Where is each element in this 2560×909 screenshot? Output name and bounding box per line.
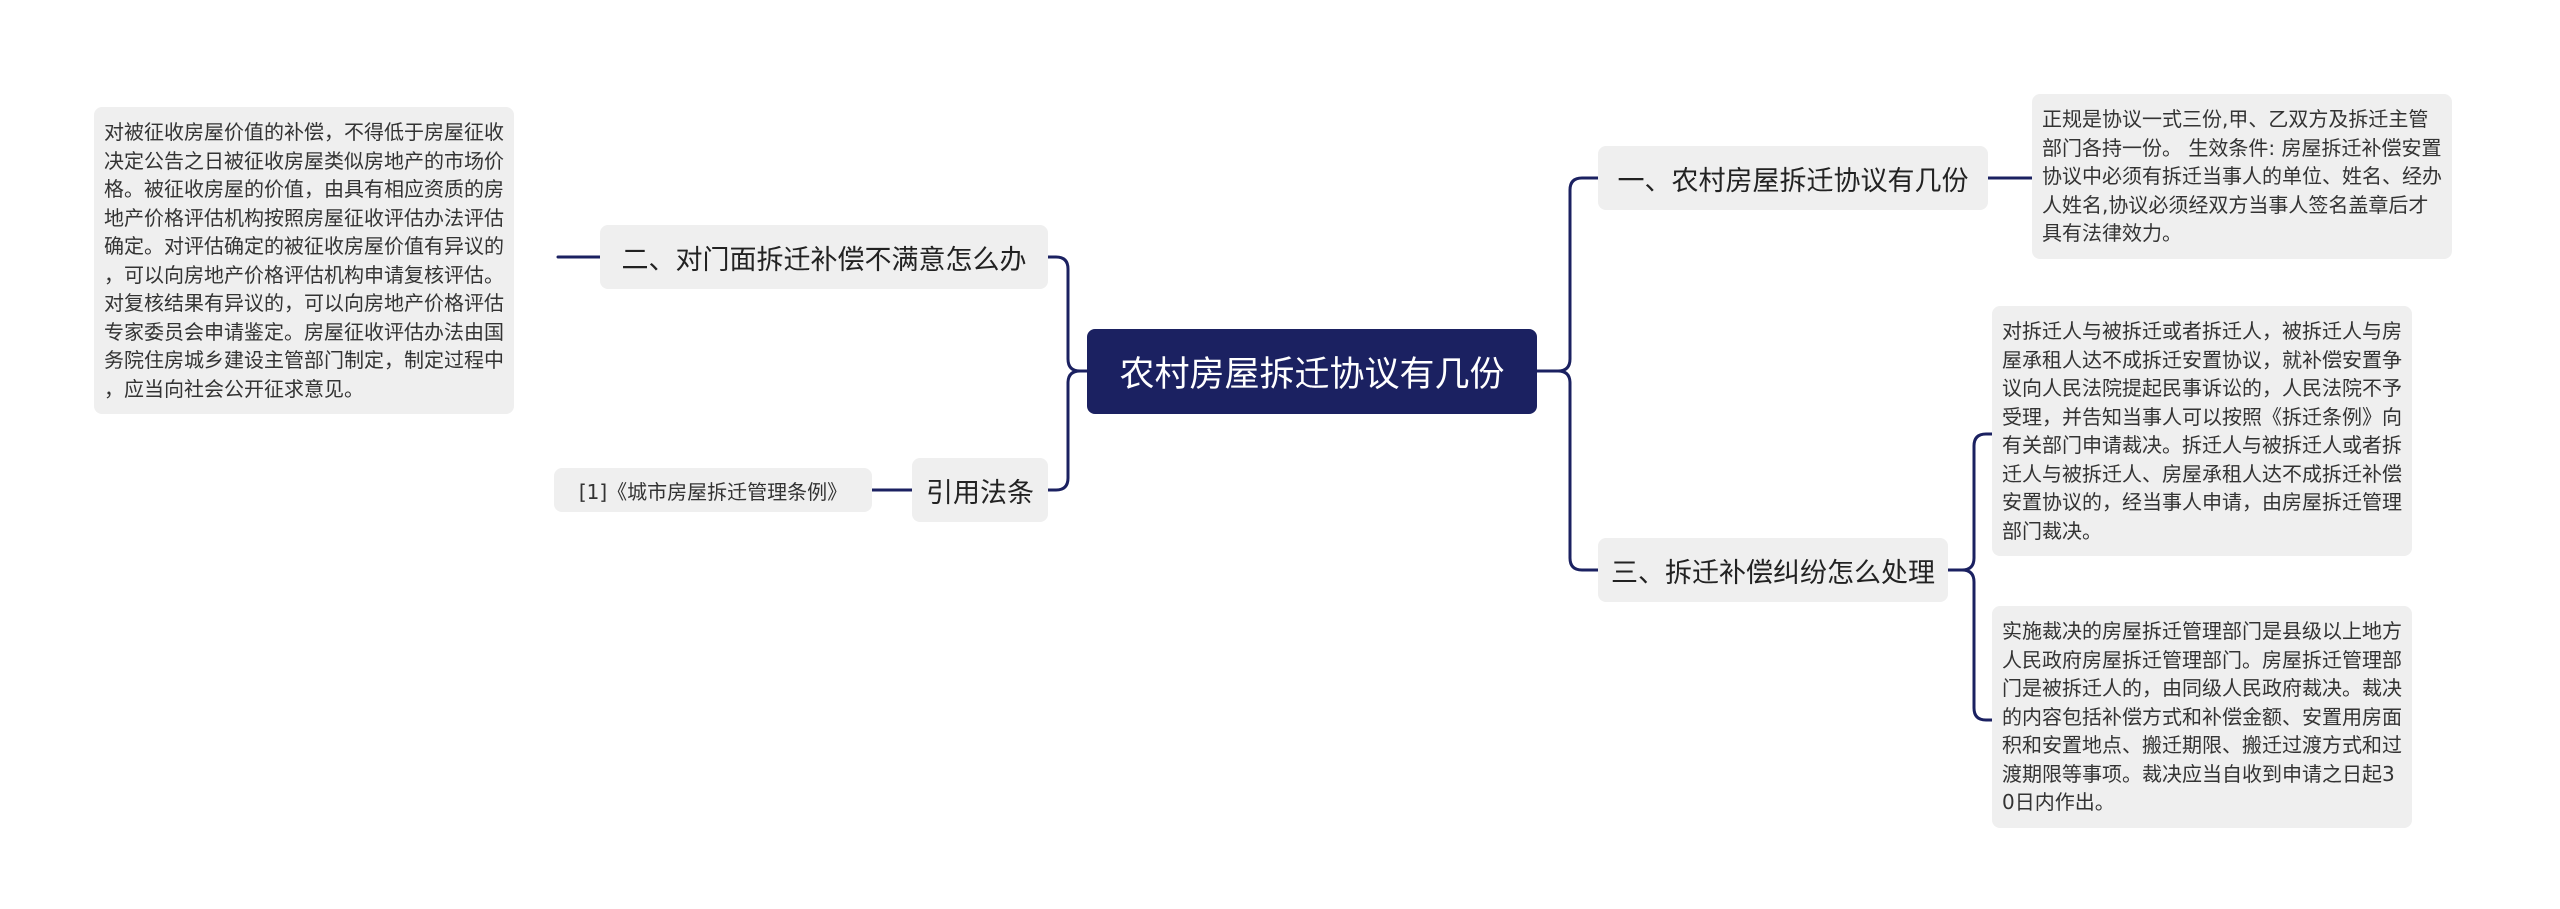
detail-line: 对拆迁人与被拆迁或者拆迁人，被拆迁人与房 bbox=[2002, 319, 2402, 343]
detail-compensation-dispute-a[interactable]: 对拆迁人与被拆迁或者拆迁人，被拆迁人与房 屋承租人达不成拆迁安置协议，就补偿安置… bbox=[1992, 306, 2412, 556]
detail-line: 专家委员会申请鉴定。房屋征收评估办法由国 bbox=[104, 319, 504, 344]
branch-label: 三、拆迁补偿纠纷怎么处理 bbox=[1611, 557, 1935, 589]
connector-b3-detail-a bbox=[1946, 432, 1994, 572]
branch-compensation-dispute[interactable]: 三、拆迁补偿纠纷怎么处理 bbox=[1598, 538, 1948, 602]
branch-cited-regulations[interactable]: 引用法条 bbox=[912, 458, 1048, 522]
branch-label: 一、农村房屋拆迁协议有几份 bbox=[1617, 165, 1969, 197]
detail-line: 务院住房城乡建设主管部门制定，制定过程中 bbox=[104, 348, 504, 372]
detail-line: 的内容包括补偿方式和补偿金额、安置用房面 bbox=[2002, 704, 2402, 729]
detail-line: 实施裁决的房屋拆迁管理部门是县级以上地方 bbox=[2002, 619, 2402, 643]
detail-line: 确定。对评估确定的被征收房屋价值有异议的 bbox=[104, 234, 504, 258]
detail-line: 具有法律效力。 bbox=[2042, 221, 2182, 245]
branch-storefront-compensation-dissatisfied[interactable]: 二、对门面拆迁补偿不满意怎么办 bbox=[600, 225, 1048, 289]
detail-line: 门是被拆迁人的，由同级人民政府裁决。裁决 bbox=[2002, 676, 2402, 700]
detail-rural-agreement-copies[interactable]: 正规是协议一式三份,甲、乙双方及拆迁主管 部门各持一份。 生效条件: 房屋拆迁补… bbox=[2032, 94, 2452, 259]
root-title: 农村房屋拆迁协议有几份 bbox=[1119, 355, 1505, 395]
detail-line: ，应当向社会公开征求意见。 bbox=[104, 376, 364, 401]
detail-line: 对复核结果有异议的，可以向房地产价格评估 bbox=[104, 291, 504, 315]
detail-line: 人姓名,协议必须经双方当事人签名盖章后才 bbox=[2042, 192, 2429, 217]
branch-label: 二、对门面拆迁补偿不满意怎么办 bbox=[621, 244, 1027, 276]
connector-root-b3 bbox=[1535, 369, 1600, 572]
detail-line: 渡期限等事项。裁决应当自收到申请之日起3 bbox=[2002, 761, 2395, 786]
detail-line: 部门裁决。 bbox=[2002, 518, 2102, 543]
detail-line: 决定公告之日被征收房屋类似房地产的市场价 bbox=[104, 148, 504, 173]
detail-line: 协议中必须有拆迁当事人的单位、姓名、经办 bbox=[2042, 164, 2442, 188]
citation-urban-demolition-regulation[interactable]: [1]《城市房屋拆迁管理条例》 bbox=[554, 468, 872, 512]
detail-line: 安置协议的，经当事人申请，由房屋拆迁管理 bbox=[2002, 490, 2402, 514]
detail-line: 正规是协议一式三份,甲、乙双方及拆迁主管 bbox=[2042, 107, 2429, 131]
detail-line: 对被征收房屋价值的补偿，不得低于房屋征收 bbox=[104, 120, 504, 144]
root-topic[interactable]: 农村房屋拆迁协议有几份 bbox=[1087, 329, 1537, 414]
detail-line: 0日内作出。 bbox=[2002, 790, 2115, 814]
detail-line: ，可以向房地产价格评估机构申请复核评估。 bbox=[104, 262, 504, 287]
detail-line: 受理，并告知当事人可以按照《拆迁条例》向 bbox=[2002, 404, 2402, 429]
connector-root-b4 bbox=[1046, 369, 1089, 492]
detail-line: 人民政府房屋拆迁管理部门。房屋拆迁管理部 bbox=[2002, 647, 2402, 672]
detail-compensation-dispute-b[interactable]: 实施裁决的房屋拆迁管理部门是县级以上地方 人民政府房屋拆迁管理部门。房屋拆迁管理… bbox=[1992, 606, 2412, 828]
detail-line: 迁人与被拆迁人、房屋承租人达不成拆迁补偿 bbox=[2002, 461, 2402, 486]
detail-storefront-compensation[interactable]: 对被征收房屋价值的补偿，不得低于房屋征收 决定公告之日被征收房屋类似房地产的市场… bbox=[94, 107, 514, 414]
detail-line: 屋承租人达不成拆迁安置协议，就补偿安置争 bbox=[2002, 347, 2402, 372]
branch-label: 引用法条 bbox=[926, 477, 1034, 509]
citation-text: [1]《城市房屋拆迁管理条例》 bbox=[578, 479, 848, 504]
connector-root-b2 bbox=[1046, 255, 1089, 373]
detail-line: 地产价格评估机构按照房屋征收评估办法评估 bbox=[104, 205, 504, 230]
detail-line: 议向人民法院提起民事诉讼的，人民法院不予 bbox=[2002, 376, 2402, 400]
detail-line: 有关部门申请裁决。拆迁人与被拆迁人或者拆 bbox=[2002, 433, 2402, 457]
branch-rural-agreement-copies[interactable]: 一、农村房屋拆迁协议有几份 bbox=[1598, 146, 1988, 210]
detail-line: 格。被征收房屋的价值，由具有相应资质的房 bbox=[104, 177, 504, 201]
connector-root-b1 bbox=[1535, 176, 1600, 373]
detail-line: 部门各持一份。 生效条件: 房屋拆迁补偿安置 bbox=[2042, 135, 2442, 160]
connector-b3-detail-b bbox=[1946, 568, 1994, 722]
detail-line: 积和安置地点、搬迁期限、搬迁过渡方式和过 bbox=[2002, 733, 2402, 757]
